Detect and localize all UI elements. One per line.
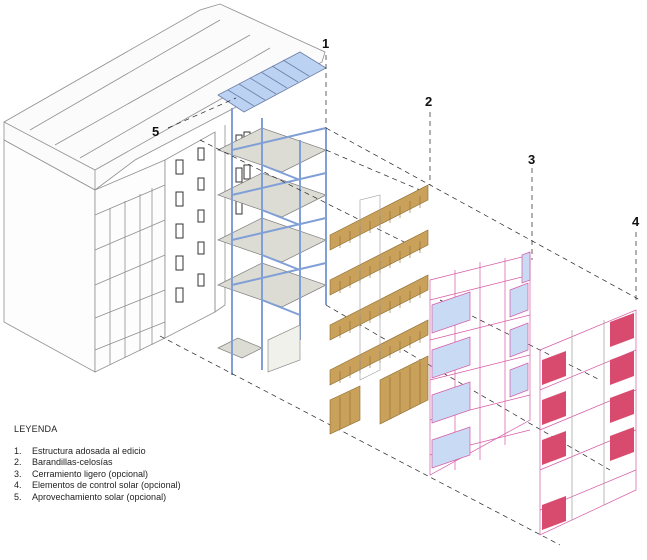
legend: LEYENDA 1. Estructura adosada al edicio 2… — [14, 424, 314, 503]
legend-item-text: Barandillas-celosías — [32, 457, 113, 467]
sun-control-elements — [539, 309, 637, 536]
legend-item-number: 5. — [14, 491, 22, 502]
legend-list: 1. Estructura adosada al edicio 2. Barandi… — [14, 446, 314, 504]
legend-item-number: 2. — [14, 457, 22, 467]
legend-item: 1. Estructura adosada al edicio — [14, 446, 314, 458]
legend-item-text: Elementos de control solar (opcional) — [32, 480, 181, 490]
callout-5: 5 — [152, 124, 159, 139]
legend-item-text: Cerramiento ligero (opcional) — [32, 468, 149, 479]
callout-1: 1 — [322, 36, 329, 51]
lattice-railings — [329, 184, 429, 435]
legend-item-text: Estructura adosada al edicio — [32, 445, 146, 456]
legend-item: 4. Elementos de control solar (opcional) — [14, 480, 314, 492]
callout-2: 2 — [425, 94, 432, 109]
legend-item-number: 1. — [14, 445, 22, 456]
attached-structure — [217, 108, 327, 375]
callout-4: 4 — [632, 214, 640, 229]
legend-item: 2. Barandillas-celosías — [14, 457, 314, 469]
legend-item: 5. Aprovechamiento solar (opcional) — [14, 492, 314, 504]
existing-building — [3, 3, 326, 373]
legend-item-number: 4. — [14, 480, 22, 490]
slab — [217, 337, 263, 359]
legend-title: LEYENDA — [14, 424, 58, 434]
light-enclosure — [429, 251, 531, 476]
callout-3: 3 — [528, 152, 535, 167]
legend-item: 3. Cerramiento ligero (opcional) — [14, 469, 314, 481]
legend-item-text: Aprovechamiento solar (opcional) — [32, 491, 167, 502]
legend-item-number: 3. — [14, 468, 22, 479]
